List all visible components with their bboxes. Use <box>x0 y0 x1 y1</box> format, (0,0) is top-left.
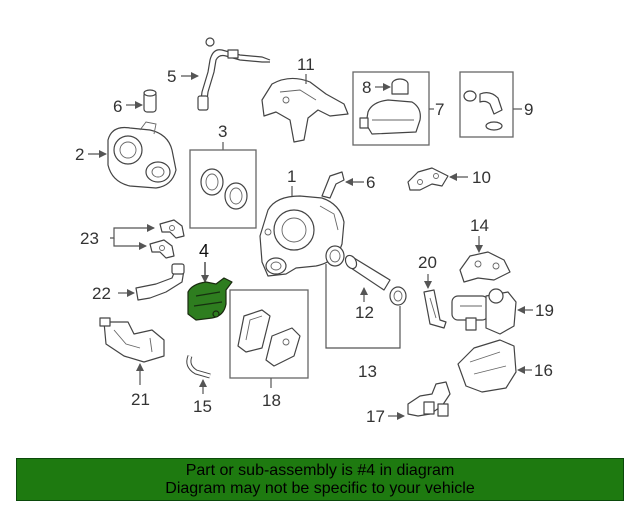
part-6-sensor-left[interactable] <box>143 89 157 113</box>
label-15: 15 <box>193 397 212 416</box>
part-12-intake-tube[interactable] <box>325 245 407 306</box>
label-19: 19 <box>535 301 554 320</box>
label-18: 18 <box>262 391 281 410</box>
parts-diagram: 5 6 2 3 11 8 <box>75 37 554 426</box>
label-5: 5 <box>167 67 176 86</box>
part-4-heat-shield-highlighted[interactable] <box>187 277 233 321</box>
label-1: 1 <box>287 167 296 186</box>
part-2-turbo-housing[interactable] <box>107 121 177 189</box>
part-8-cap[interactable] <box>391 78 409 95</box>
label-7: 7 <box>435 100 444 119</box>
label-11: 11 <box>297 55 315 74</box>
label-2: 2 <box>75 145 84 164</box>
part-3-gaskets <box>200 168 248 210</box>
label-17: 17 <box>366 407 385 426</box>
part-18-bracket-box[interactable] <box>229 289 309 379</box>
part-21-mount[interactable] <box>99 317 165 363</box>
part-6-bracket-mid[interactable] <box>321 171 345 199</box>
part-22-pipe[interactable] <box>135 263 185 301</box>
label-20: 20 <box>418 253 437 272</box>
label-23: 23 <box>80 229 99 248</box>
part-7-reservoir <box>359 99 421 135</box>
part-9-hose-box[interactable] <box>459 71 514 138</box>
footer-line-2: Diagram may not be specific to your vehi… <box>165 479 475 497</box>
label-10: 10 <box>472 168 491 187</box>
label-6-left: 6 <box>113 97 122 116</box>
part-23-brackets[interactable] <box>149 219 185 259</box>
part-5-hose[interactable] <box>197 37 271 111</box>
label-9: 9 <box>524 100 533 119</box>
label-4: 4 <box>199 241 209 261</box>
callout-13 <box>325 264 401 349</box>
label-13: 13 <box>358 362 377 381</box>
part-19-egr-valve[interactable] <box>451 288 517 335</box>
part-17-pipe-assembly[interactable] <box>407 381 451 417</box>
label-21: 21 <box>131 390 150 409</box>
callout-23-b <box>113 238 147 250</box>
part-9-hose <box>463 90 503 131</box>
label-12: 12 <box>355 303 374 322</box>
part-1-turbocharger[interactable] <box>259 195 345 277</box>
label-3: 3 <box>218 122 227 141</box>
footer-line-1: Part or sub-assembly is #4 in diagram <box>185 461 455 479</box>
label-8: 8 <box>362 78 371 97</box>
part-14-bracket[interactable] <box>459 251 511 283</box>
part-15-hose[interactable] <box>186 355 211 379</box>
part-20-gasket[interactable] <box>423 289 447 329</box>
callout-23-a <box>110 224 155 239</box>
label-22: 22 <box>92 284 111 303</box>
label-14: 14 <box>470 216 489 235</box>
part-18-brackets <box>237 309 301 367</box>
part-11-heat-shield[interactable] <box>261 77 349 143</box>
part-3-gasket-kit-box[interactable] <box>189 149 257 229</box>
label-16: 16 <box>534 361 553 380</box>
label-6-mid: 6 <box>366 173 375 192</box>
part-10-bracket[interactable] <box>407 167 449 191</box>
footer-banner: Part or sub-assembly is #4 in diagram Di… <box>16 458 624 501</box>
part-16-heat-shield[interactable] <box>457 339 517 393</box>
